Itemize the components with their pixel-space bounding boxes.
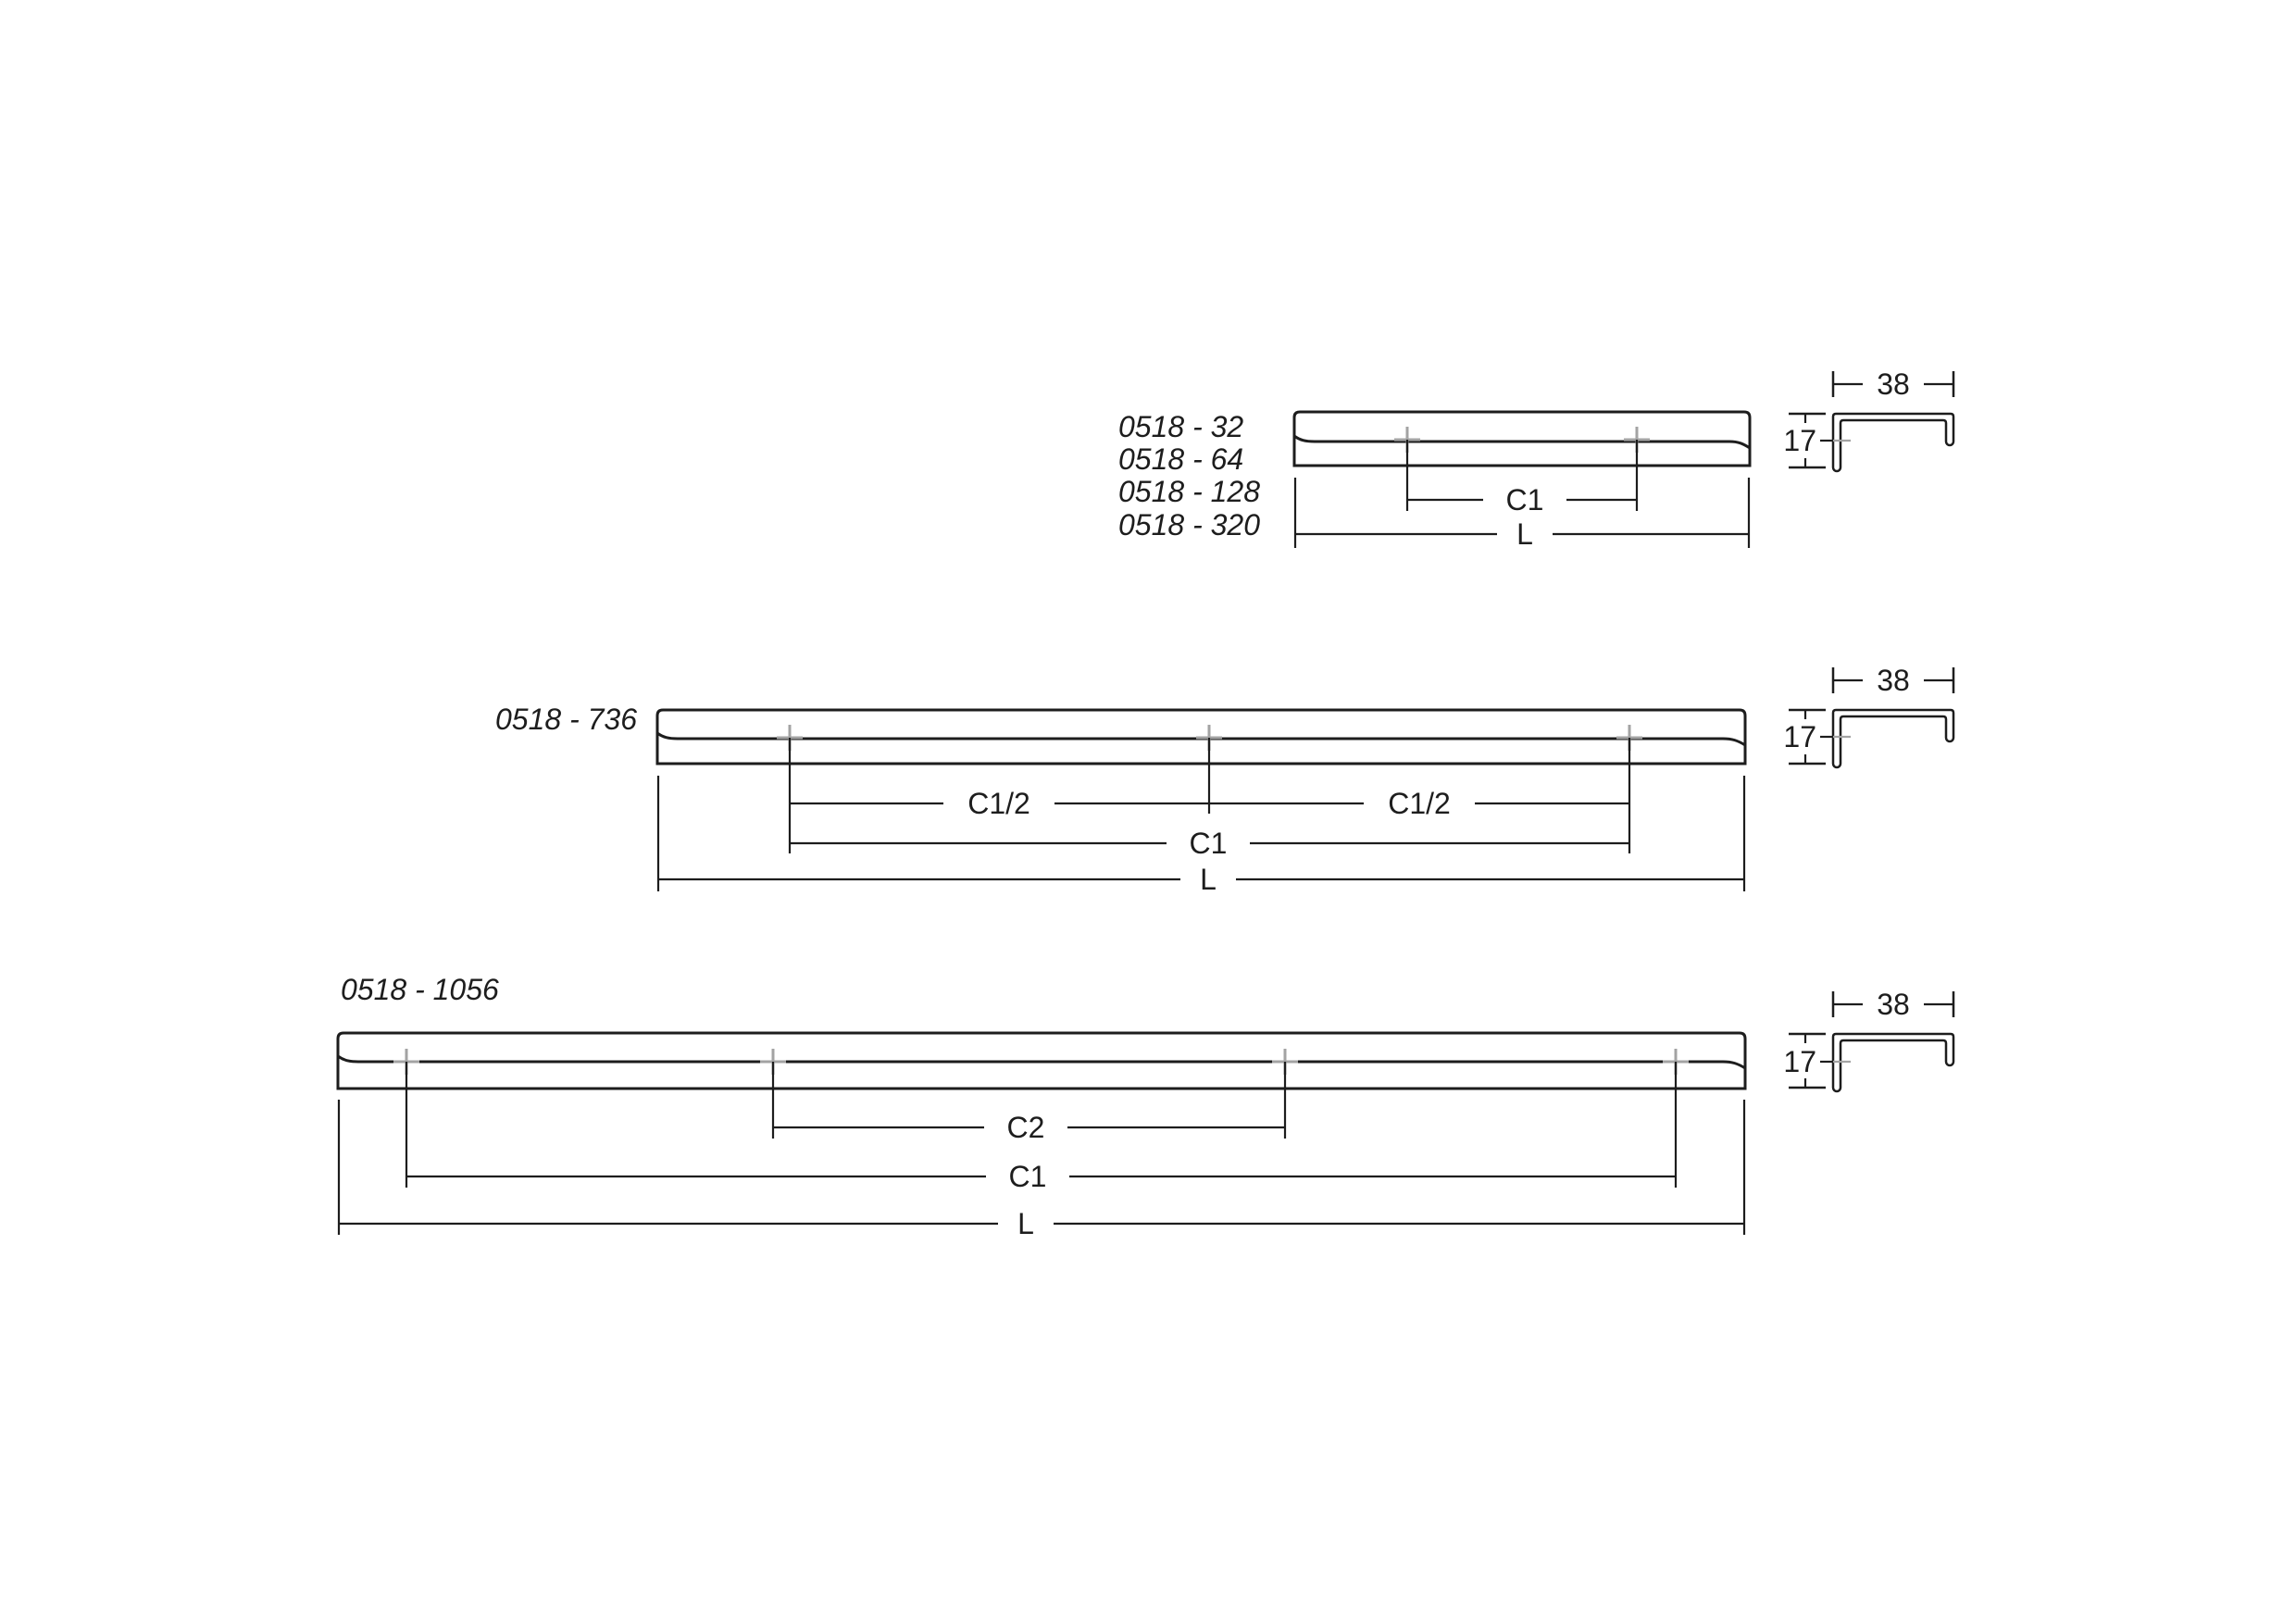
screw-hole-cross (1394, 427, 1650, 453)
handle-front-outline (336, 1031, 1747, 1090)
height-dim-ticks (1789, 1032, 1826, 1089)
dim-label-c-half-right: C1/2 (1388, 787, 1451, 820)
middle-handle-group: 0518 - 736 C1/2 C1/2 C1 L 38 17 (495, 664, 1955, 896)
dim-label-c-half-left: C1/2 (967, 787, 1030, 820)
handle-front-outline (655, 708, 1747, 765)
product-code-label: 0518 - 1056 (341, 973, 499, 1006)
dim-label-c1: C1 (1190, 827, 1228, 860)
product-code-label: 0518 - 320 (1118, 508, 1260, 541)
handle-front-outline (1292, 410, 1752, 467)
handle-lip-line (1293, 434, 1751, 450)
bottom-handle-group: 0518 - 1056 C2 C1 L 38 17 (336, 973, 1955, 1240)
side-profile: 38 17 (1783, 988, 1955, 1093)
dim-label-l: L (1516, 517, 1533, 551)
dim-label-l: L (1017, 1207, 1034, 1240)
profile-section-outline (1831, 412, 1955, 473)
product-code-label: 0518 - 128 (1118, 475, 1260, 508)
product-code-label: 0518 - 736 (495, 703, 637, 736)
profile-section-outline (1831, 708, 1955, 769)
profile-height-label: 17 (1783, 720, 1816, 753)
height-dim-ticks (1789, 412, 1826, 469)
extension-line-l (1293, 478, 1751, 548)
profile-width-label: 38 (1877, 664, 1910, 697)
dim-label-c2: C2 (1007, 1111, 1045, 1144)
product-code-label: 0518 - 64 (1118, 442, 1243, 476)
extension-line-holes (788, 738, 1631, 853)
dim-label-c1: C1 (1009, 1160, 1047, 1193)
profile-height-label: 17 (1783, 424, 1816, 457)
side-profile: 38 17 (1783, 664, 1955, 769)
height-dim-ticks (1789, 708, 1826, 765)
dim-label-l: L (1200, 863, 1217, 896)
handle-lip-line (337, 1054, 1746, 1070)
side-profile: 38 17 (1783, 367, 1955, 473)
product-code-label: 0518 - 32 (1118, 410, 1243, 443)
extension-line-l (656, 776, 1746, 891)
profile-width-label: 38 (1877, 367, 1910, 401)
top-handle-group: 0518 - 32 0518 - 64 0518 - 128 0518 - 32… (1118, 367, 1955, 551)
profile-section-outline (1831, 1032, 1955, 1093)
dim-label-c1: C1 (1506, 483, 1544, 517)
extension-line-inner-holes (771, 1062, 1287, 1139)
extension-line-outer-holes (405, 1062, 1678, 1188)
profile-width-label: 38 (1877, 988, 1910, 1021)
extension-line-l (337, 1100, 1746, 1235)
profile-height-label: 17 (1783, 1045, 1816, 1078)
